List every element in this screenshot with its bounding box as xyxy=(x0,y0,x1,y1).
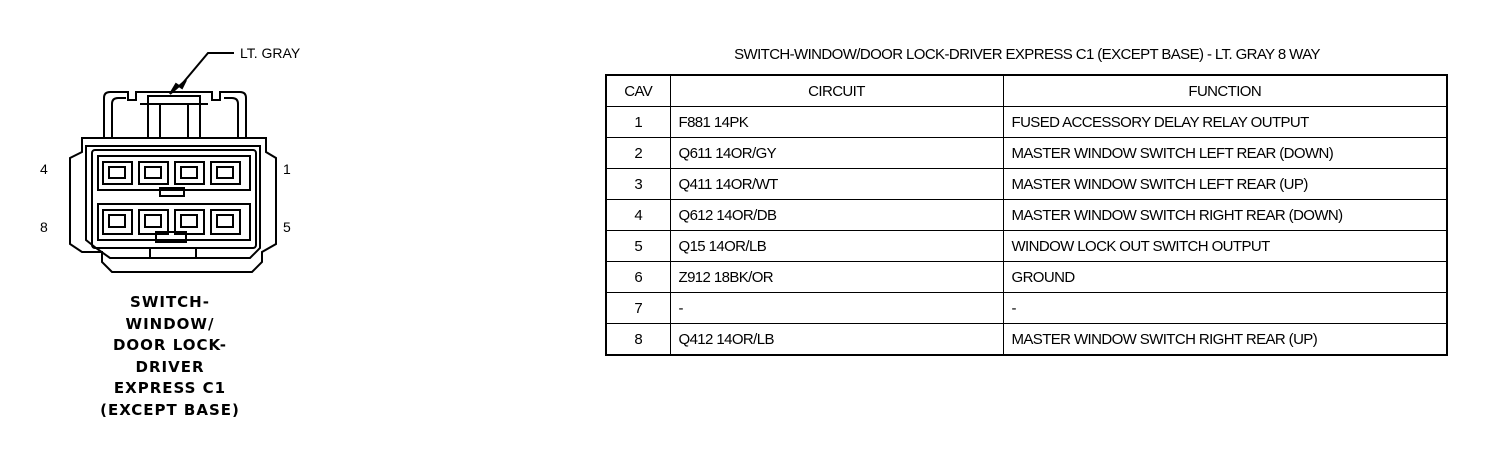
table-row: 3 Q411 14OR/WT MASTER WINDOW SWITCH LEFT… xyxy=(605,168,1448,200)
circuit-cell: F881 14PK xyxy=(669,106,1004,138)
function-cell: MASTER WINDOW SWITCH LEFT REAR (DOWN) xyxy=(1002,137,1448,169)
cavity-row-upper xyxy=(102,161,241,185)
table-row: 2 Q611 14OR/GY MASTER WINDOW SWITCH LEFT… xyxy=(605,137,1448,169)
latch xyxy=(147,95,201,139)
cav-cell: 1 xyxy=(605,106,671,138)
circuit-cell: Q412 14OR/LB xyxy=(669,323,1004,356)
table-title: SWITCH-WINDOW/DOOR LOCK-DRIVER EXPRESS C… xyxy=(734,46,1320,63)
cavity-row-lower xyxy=(102,209,241,235)
connector-diagram: LT. GRAY 4 1 8 5 xyxy=(40,45,301,273)
pin-label-1: 1 xyxy=(283,161,291,177)
caption-line: DRIVER xyxy=(135,357,205,376)
cav-cell: 4 xyxy=(605,199,671,231)
cav-cell: 7 xyxy=(605,292,671,324)
header-cav: CAV xyxy=(605,74,671,107)
table-header-row: CAV CIRCUIT FUNCTION xyxy=(605,74,1448,107)
caption-line: SWITCH- xyxy=(130,293,210,311)
callout-arrow-icon xyxy=(169,79,187,95)
cav-cell: 2 xyxy=(605,137,671,169)
caption-line: (EXCEPT BASE) xyxy=(100,400,240,419)
caption-line: WINDOW/ xyxy=(125,314,215,333)
function-cell: FUSED ACCESSORY DELAY RELAY OUTPUT xyxy=(1002,106,1448,138)
connector-caption: SWITCH- WINDOW/ DOOR LOCK- DRIVER EXPRES… xyxy=(60,292,280,421)
cav-cell: 6 xyxy=(605,261,671,293)
function-cell: WINDOW LOCK OUT SWITCH OUTPUT xyxy=(1002,230,1448,262)
function-cell: GROUND xyxy=(1002,261,1448,293)
cav-cell: 3 xyxy=(605,168,671,200)
table-row: 1 F881 14PK FUSED ACCESSORY DELAY RELAY … xyxy=(605,106,1448,138)
circuit-cell: Z912 18BK/OR xyxy=(669,261,1004,293)
header-circuit: CIRCUIT xyxy=(669,74,1004,107)
connector-body xyxy=(69,137,277,273)
header-function: FUNCTION xyxy=(1002,74,1448,107)
caption-line: DOOR LOCK- xyxy=(112,336,228,354)
circuit-cell: Q15 14OR/LB xyxy=(669,230,1004,262)
circuit-cell: Q611 14OR/GY xyxy=(669,137,1004,169)
function-cell: MASTER WINDOW SWITCH LEFT REAR (UP) xyxy=(1002,168,1448,200)
pin-label-8: 8 xyxy=(40,219,48,235)
cav-cell: 8 xyxy=(605,323,671,356)
function-cell: - xyxy=(1002,292,1448,324)
caption-line: EXPRESS C1 xyxy=(113,379,227,397)
function-cell: MASTER WINDOW SWITCH RIGHT REAR (UP) xyxy=(1002,323,1448,356)
pin-label-5: 5 xyxy=(283,219,291,235)
function-cell: MASTER WINDOW SWITCH RIGHT REAR (DOWN) xyxy=(1002,199,1448,231)
table-row: 4 Q612 14OR/DB MASTER WINDOW SWITCH RIGH… xyxy=(605,199,1448,231)
table-row: 5 Q15 14OR/LB WINDOW LOCK OUT SWITCH OUT… xyxy=(605,230,1448,262)
table-row: 6 Z912 18BK/OR GROUND xyxy=(605,261,1448,293)
pin-label-4: 4 xyxy=(40,161,48,177)
color-callout-label: LT. GRAY xyxy=(240,45,301,61)
circuit-cell: Q411 14OR/WT xyxy=(669,168,1004,200)
callout-leader xyxy=(181,52,234,85)
circuit-cell: Q612 14OR/DB xyxy=(669,199,1004,231)
cav-cell: 5 xyxy=(605,230,671,262)
circuit-cell: - xyxy=(669,292,1004,324)
latch-housing xyxy=(103,91,247,138)
pinout-table: CAV CIRCUIT FUNCTION 1 F881 14PK FUSED A… xyxy=(605,74,1448,356)
table-row: 8 Q412 14OR/LB MASTER WINDOW SWITCH RIGH… xyxy=(605,323,1448,356)
table-row: 7 - - xyxy=(605,292,1448,324)
